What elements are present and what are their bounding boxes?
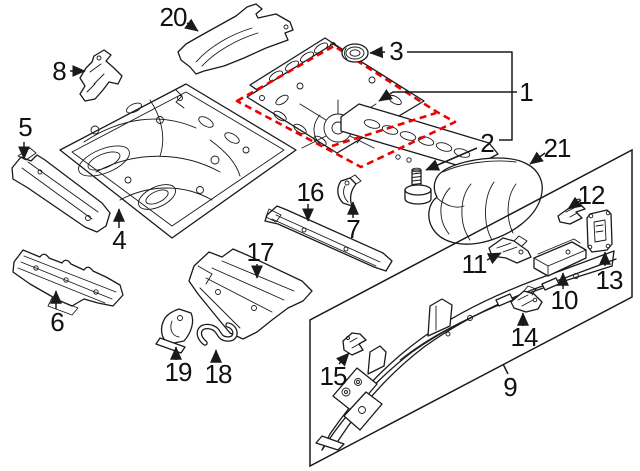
part-7-bracket xyxy=(337,174,362,207)
callout-5[interactable]: 5 xyxy=(18,112,33,142)
part-5-rail xyxy=(11,147,111,233)
callout-3[interactable]: 3 xyxy=(389,36,404,66)
callout-10[interactable]: 10 xyxy=(550,285,579,315)
group-box xyxy=(309,148,633,468)
part-16-rail xyxy=(264,205,393,272)
callout-9[interactable]: 9 xyxy=(503,372,518,402)
part-4-center-floor-pan xyxy=(59,83,297,239)
callout-21[interactable]: 21 xyxy=(543,133,572,163)
part-11-bracket xyxy=(488,235,532,264)
part-18-hook-clip xyxy=(196,322,238,346)
part-6-crossmember xyxy=(12,249,124,316)
callout-15[interactable]: 15 xyxy=(319,361,348,391)
callout-17[interactable]: 17 xyxy=(246,237,275,267)
part-10-channel xyxy=(533,238,587,277)
callout-11[interactable]: 11 xyxy=(461,249,488,279)
callout-13[interactable]: 13 xyxy=(595,265,624,295)
callout-2[interactable]: 2 xyxy=(480,128,495,158)
part-20-heat-shield xyxy=(177,3,294,75)
callout-4[interactable]: 4 xyxy=(112,225,127,255)
highlight-dashed-outline xyxy=(235,44,457,169)
part-13-mount-plate xyxy=(586,209,613,253)
part-15-clip xyxy=(342,332,367,356)
part-19-bracket xyxy=(155,308,194,354)
callout-7[interactable]: 7 xyxy=(346,214,361,244)
callout-leader-lines xyxy=(18,18,611,375)
part-17-support-panel xyxy=(188,248,313,340)
callout-8[interactable]: 8 xyxy=(52,56,67,86)
part-9-frame-rail xyxy=(315,250,617,451)
callout-6[interactable]: 6 xyxy=(50,307,65,337)
part-14-bracket xyxy=(510,285,543,313)
callout-18[interactable]: 18 xyxy=(204,359,233,389)
part-2-bolt xyxy=(404,167,432,205)
callout-14[interactable]: 14 xyxy=(510,322,539,352)
callout-19[interactable]: 19 xyxy=(164,357,193,387)
callout-1[interactable]: 1 xyxy=(519,77,534,107)
callout-12[interactable]: 12 xyxy=(577,180,606,210)
part-3-grommet xyxy=(341,43,369,63)
part-21-cover xyxy=(428,157,543,245)
callout-16[interactable]: 16 xyxy=(296,177,325,207)
part-8-bracket xyxy=(79,49,123,102)
callout-20[interactable]: 20 xyxy=(159,2,188,32)
